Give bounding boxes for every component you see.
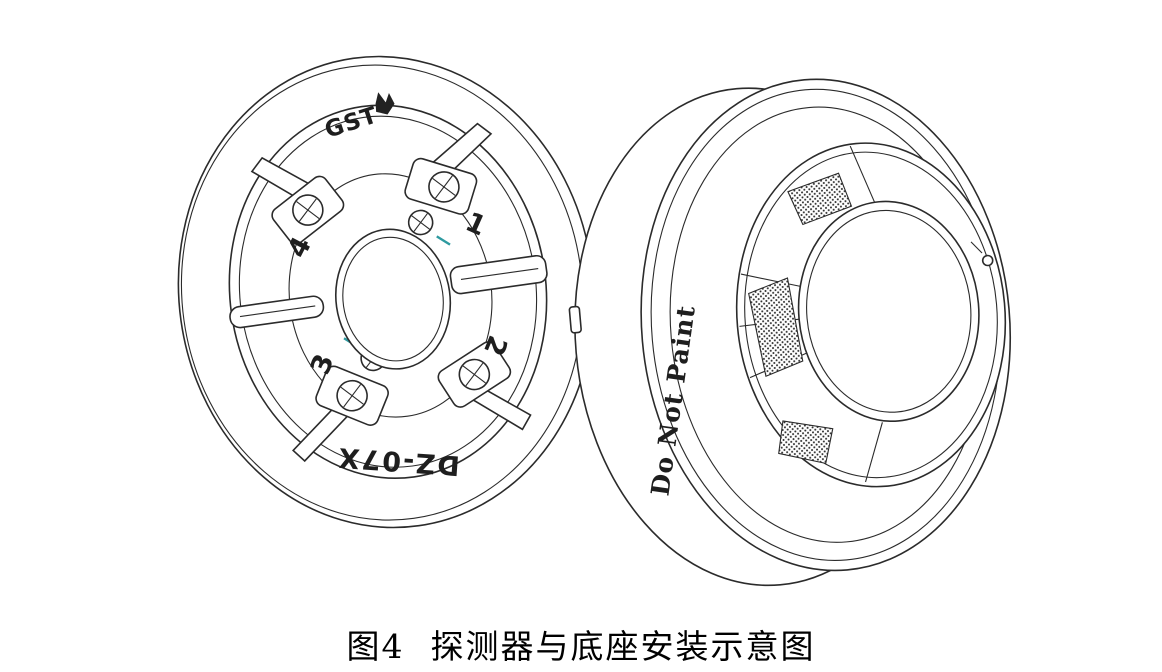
detector-diagram: Do Not Paint: [568, 78, 1012, 587]
figure-caption-text: 探测器与底座安装示意图: [430, 627, 816, 666]
detector-latch-line: [970, 241, 983, 254]
figure-caption: 图4 探测器与底座安装示意图: [0, 620, 1162, 668]
brand-flame-icon: [375, 92, 395, 115]
base-center-hole: [334, 228, 452, 370]
detector-dome-inner: [806, 209, 972, 413]
detector-vent-bottom: [778, 420, 834, 465]
detector-dome: [797, 200, 980, 422]
screw-tab-2: [458, 358, 491, 391]
detector-spoke: [740, 273, 803, 288]
screw-tab-3: [336, 379, 368, 412]
screw-tab-4: [292, 194, 324, 226]
base-arm-left-slot: [239, 305, 316, 318]
installation-diagram: 4 1 3 2 GST DZ-07X: [177, 55, 1012, 587]
figure-caption-number: 图4: [346, 627, 405, 666]
screw-tab-1: [428, 171, 460, 203]
detector-side-tab: [568, 305, 582, 334]
wire-mark-a: [436, 235, 451, 246]
screw-terminal-a: [407, 209, 451, 246]
base-arm-right-slot: [460, 268, 539, 280]
base-diagram: 4 1 3 2 GST DZ-07X: [177, 55, 595, 529]
detector-latch: [981, 254, 994, 267]
detector-spoke: [849, 145, 876, 205]
detector-vent-top: [787, 172, 853, 226]
detector-spoke: [865, 422, 883, 483]
base-center-hole-inner: [342, 236, 444, 362]
detector-vent-left: [748, 277, 804, 378]
